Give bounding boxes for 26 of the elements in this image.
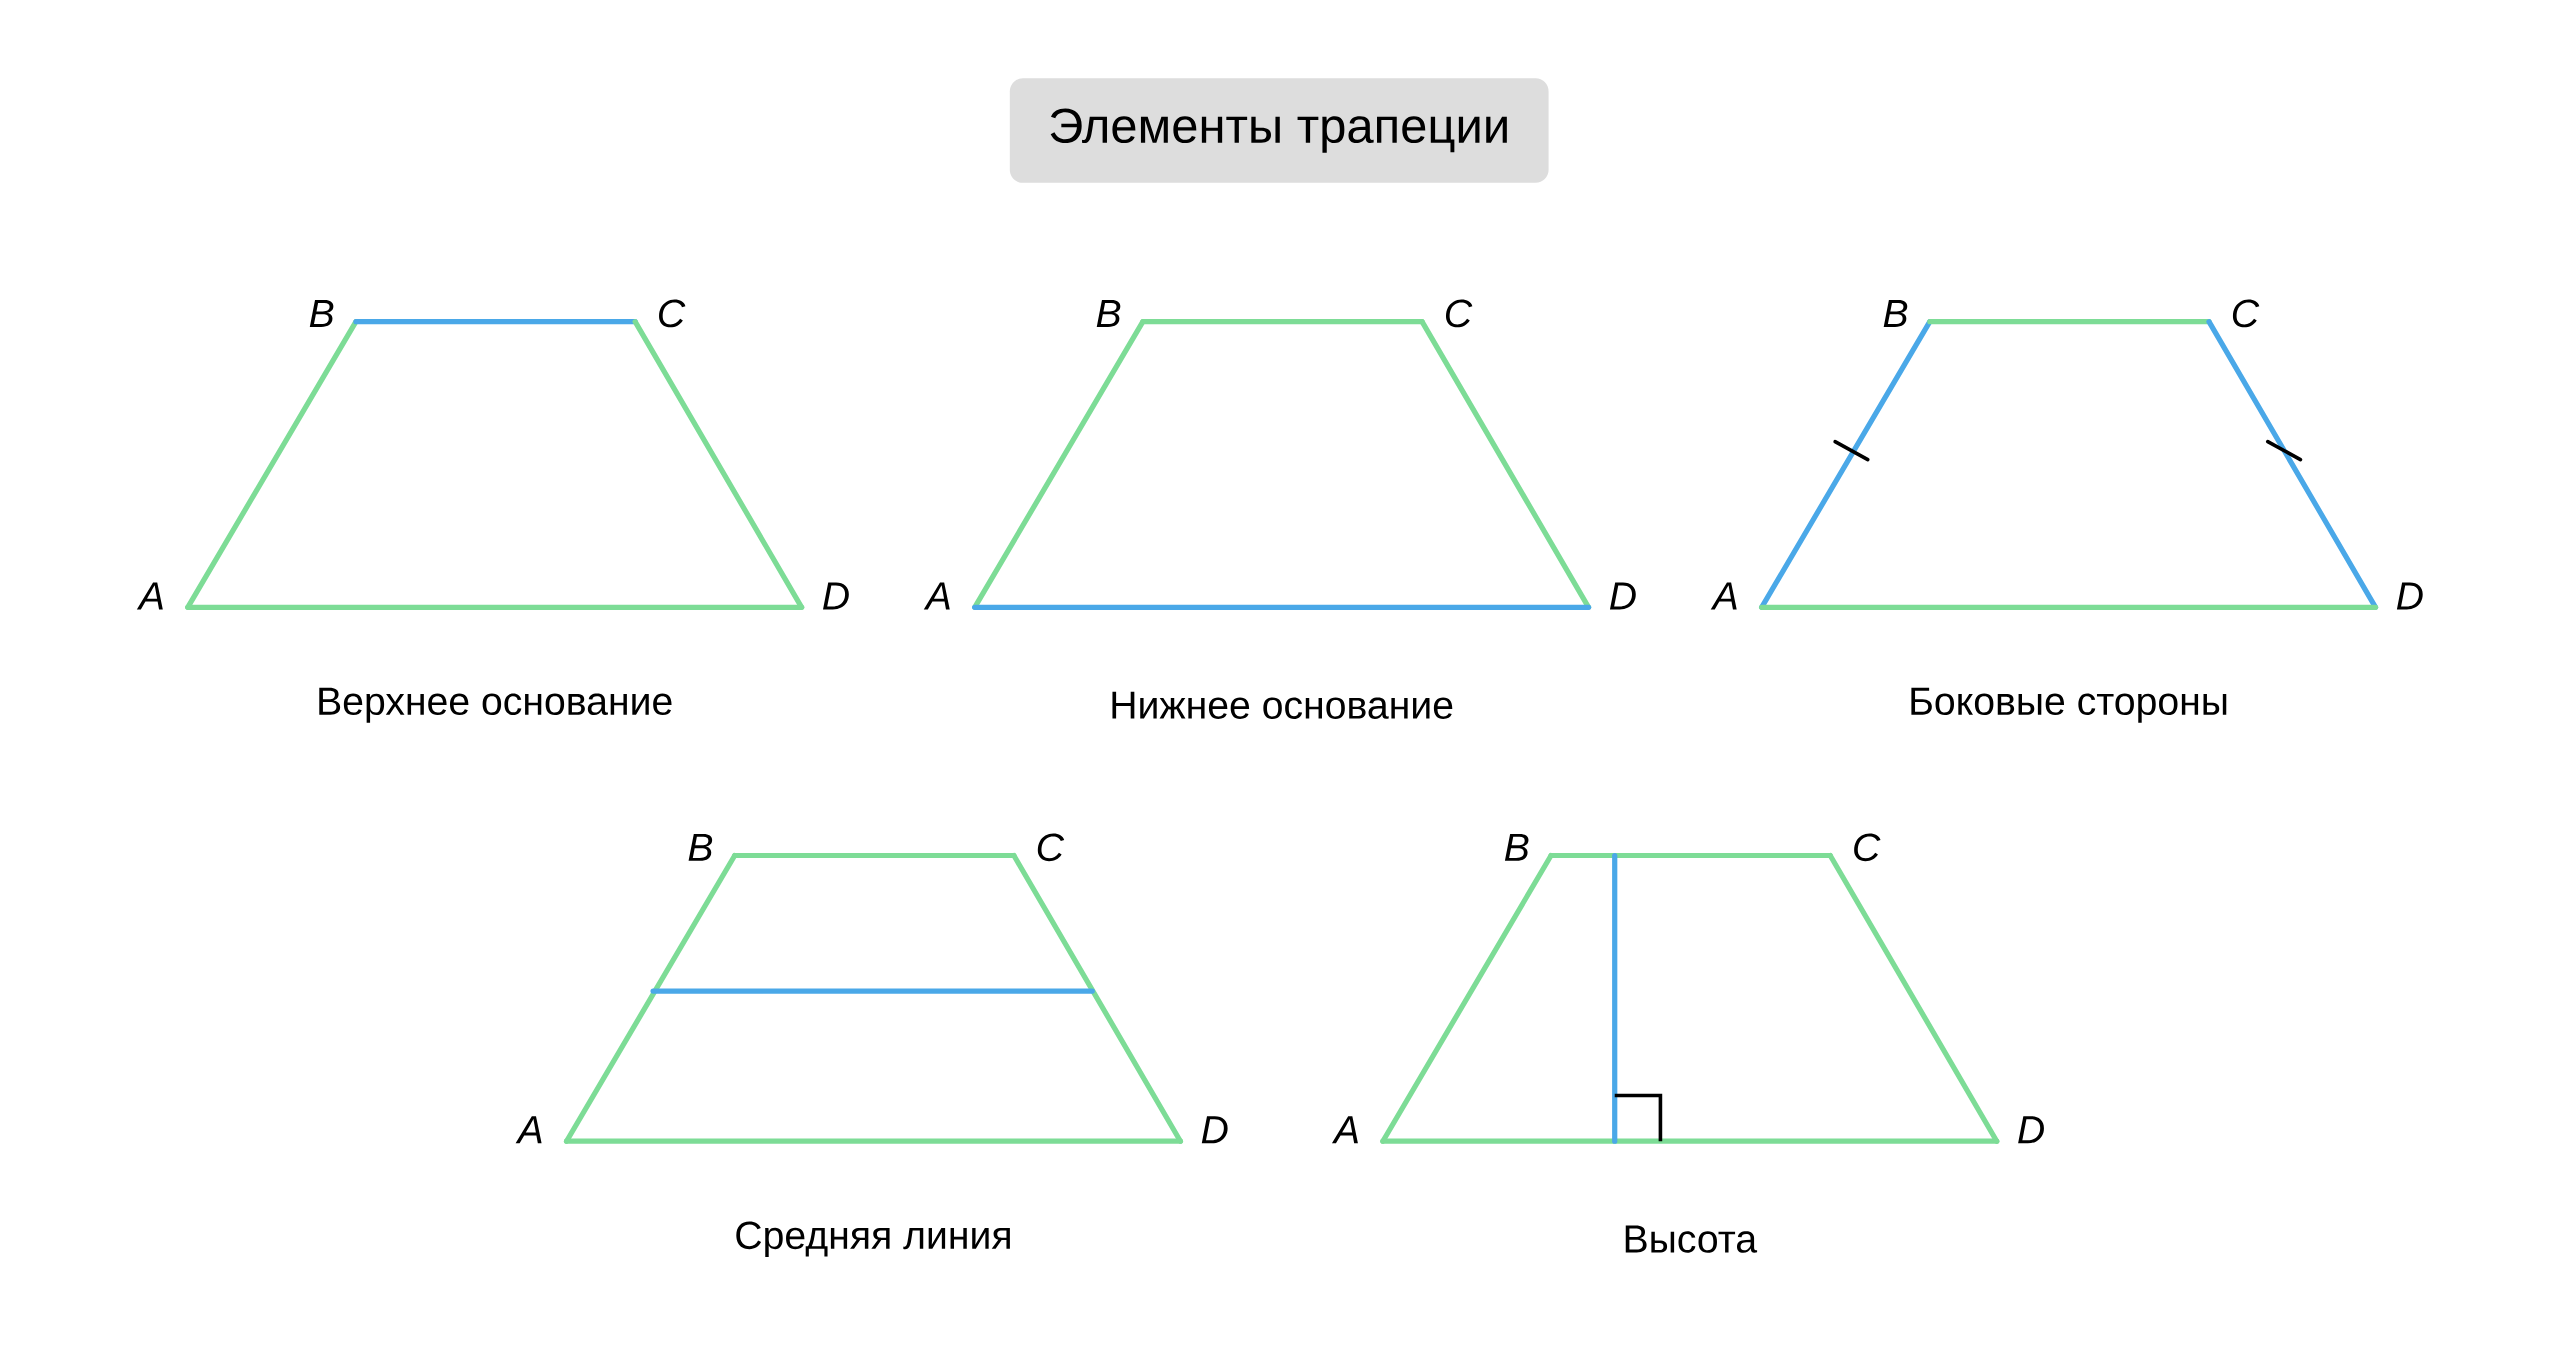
caption: Средняя линия xyxy=(736,1221,1010,1257)
vertex-label: B xyxy=(1504,833,1529,861)
vertex-label: B xyxy=(309,299,334,327)
vertex-label: D xyxy=(1201,1116,1228,1144)
vertex-label: D xyxy=(2018,1116,2044,1144)
vertex-label: A xyxy=(136,582,163,610)
caption: Нижнее основание xyxy=(1112,691,1453,719)
vertex-label: A xyxy=(515,1116,542,1144)
vertex-label: D xyxy=(823,582,849,610)
vertex-label: C xyxy=(1037,833,1065,861)
caption: Верхнее основание xyxy=(319,687,672,723)
vertex-label: B xyxy=(1096,299,1121,327)
caption: Боковые стороны xyxy=(1911,687,2227,723)
vertex-label: D xyxy=(1609,582,1636,610)
vertex-label: A xyxy=(1331,1116,1358,1144)
vertex-label: C xyxy=(2232,299,2260,328)
vertex-label: A xyxy=(923,582,950,610)
vertex-label: D xyxy=(2396,582,2423,610)
vertex-label: B xyxy=(1883,299,1908,327)
vertex-label: B xyxy=(688,833,713,861)
vertex-label: A xyxy=(1710,582,1737,610)
vertex-label: C xyxy=(1854,833,1881,861)
vertex-label: C xyxy=(659,299,686,328)
title-box: Элементы трапеции xyxy=(1009,78,1549,183)
vertex-label: C xyxy=(1446,299,1473,328)
caption: Высота xyxy=(1625,1225,1758,1253)
